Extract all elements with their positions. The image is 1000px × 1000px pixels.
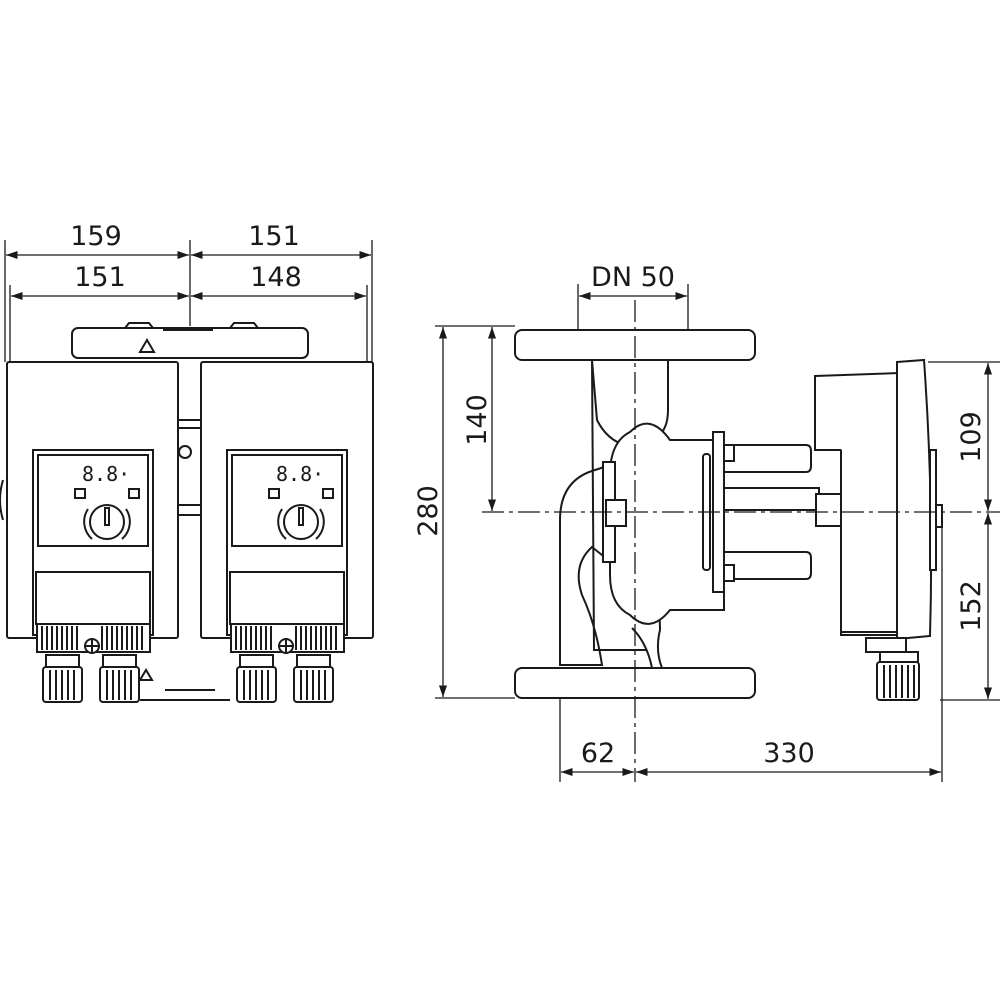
dim-151-top: 151 bbox=[248, 221, 300, 252]
led-icon bbox=[128, 488, 140, 499]
dim-151: 151 bbox=[74, 262, 126, 293]
side-dimensions: DN 50 280 140 109 152 62 330 bbox=[413, 262, 1000, 782]
dim-140: 140 bbox=[462, 394, 493, 446]
dim-148: 148 bbox=[250, 262, 302, 293]
motor-right: 8.8· bbox=[200, 361, 374, 703]
dim-dn50: DN 50 bbox=[591, 262, 675, 293]
pump-housing bbox=[514, 329, 843, 699]
dim-109: 109 bbox=[956, 411, 987, 463]
knob-dial[interactable] bbox=[89, 504, 125, 540]
side-view: DN 50 280 140 109 152 62 330 bbox=[413, 262, 1000, 782]
led-icon bbox=[322, 488, 334, 499]
knob-dial[interactable] bbox=[283, 504, 319, 540]
dim-330: 330 bbox=[763, 738, 815, 769]
top-flange bbox=[71, 327, 309, 359]
display-left: 8.8· bbox=[82, 462, 130, 486]
control-module-side bbox=[896, 358, 933, 641]
led-icon bbox=[268, 488, 280, 499]
flow-arrow-icon bbox=[138, 338, 156, 353]
control-module-right: 8.8· bbox=[226, 449, 348, 703]
motor-side bbox=[814, 358, 943, 701]
dim-159: 159 bbox=[70, 221, 122, 252]
control-module-left: 8.8· bbox=[32, 449, 154, 703]
front-dimensions: 159 151 151 148 bbox=[4, 221, 373, 362]
front-view: 159 151 151 148 8.8· bbox=[0, 221, 374, 703]
dim-152: 152 bbox=[956, 580, 987, 632]
dim-62: 62 bbox=[581, 738, 615, 769]
display-right: 8.8· bbox=[276, 462, 324, 486]
connector-bridge bbox=[177, 419, 202, 516]
led-icon bbox=[74, 488, 86, 499]
motor-left: 8.8· bbox=[6, 361, 179, 703]
dim-280: 280 bbox=[413, 485, 444, 537]
